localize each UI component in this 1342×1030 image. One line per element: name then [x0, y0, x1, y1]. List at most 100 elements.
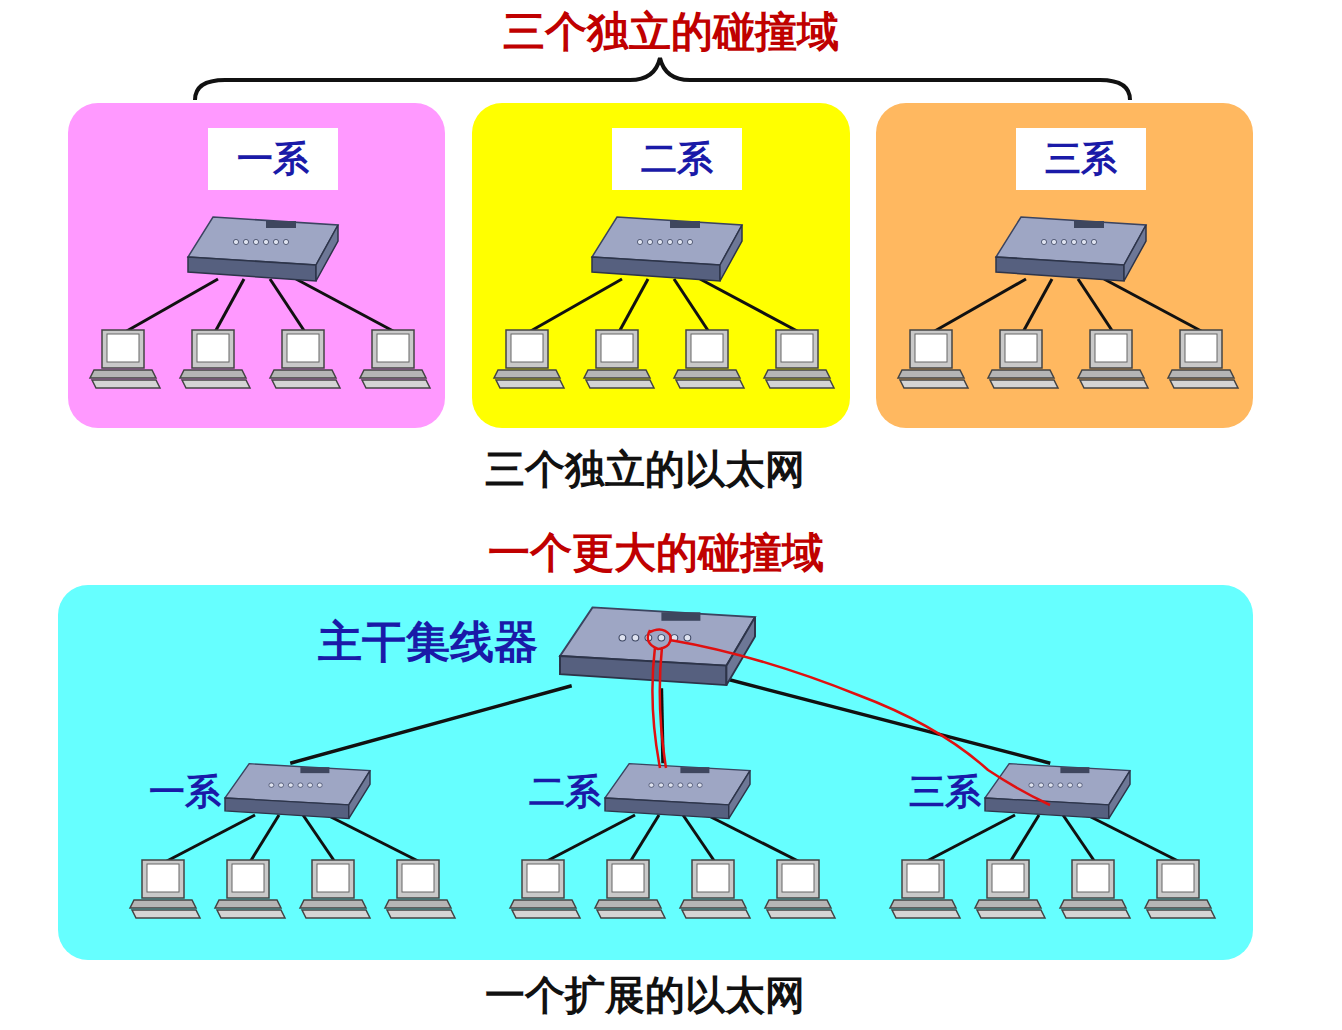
computer-base: [510, 900, 576, 908]
hub-front: [592, 257, 720, 281]
computer-icon: [898, 330, 968, 388]
department-label: 一系: [208, 128, 338, 190]
monitor: [312, 860, 354, 898]
hub-side: [1109, 771, 1130, 819]
hub-led: [667, 239, 672, 244]
monitor: [776, 330, 818, 368]
hub-led: [253, 239, 258, 244]
hub-icon: [985, 764, 1130, 819]
monitor: [142, 860, 184, 898]
hub-led: [273, 239, 278, 244]
screen: [691, 334, 723, 362]
hub-led: [647, 239, 652, 244]
hub-led: [308, 783, 313, 787]
hub-icon: [605, 764, 750, 819]
monitor: [1072, 860, 1114, 898]
hub-led: [1051, 239, 1056, 244]
hub-led: [684, 635, 691, 641]
hub-led: [677, 239, 682, 244]
hub-led: [1041, 239, 1046, 244]
network-cable: [630, 815, 659, 862]
computer-icon: [1060, 860, 1130, 918]
computer-icon: [1078, 330, 1148, 388]
hub-led: [1058, 783, 1063, 787]
network-cable: [933, 279, 1026, 332]
monitor: [227, 860, 269, 898]
screen: [782, 864, 814, 892]
computer-base: [1078, 370, 1144, 378]
hub-display: [661, 612, 700, 621]
hub-node: 一系: [225, 762, 370, 822]
hub-label: 一系: [149, 768, 221, 817]
hub-front: [996, 257, 1124, 281]
screen: [781, 334, 813, 362]
keyboard: [767, 910, 835, 918]
keyboard: [182, 380, 250, 388]
computer-base: [764, 370, 830, 378]
hub-front: [188, 257, 316, 281]
computer-icon: [90, 330, 160, 388]
hub-led: [632, 635, 639, 641]
computer-base: [1168, 370, 1234, 378]
region-heading: 一个更大的碰撞域: [58, 525, 1253, 581]
network-cable: [700, 279, 799, 332]
computer-icon: [595, 860, 665, 918]
hub-illustration: [605, 762, 750, 822]
hub-icon: [592, 217, 742, 281]
hub-display: [670, 221, 700, 228]
hub-led: [269, 783, 274, 787]
hub-display: [1060, 767, 1089, 773]
network-cable: [296, 279, 395, 332]
monitor: [607, 860, 649, 898]
monitor: [1090, 330, 1132, 368]
computer-icon: [130, 860, 200, 918]
diagram-title: 三个独立的碰撞域: [0, 4, 1342, 60]
hub-side: [316, 225, 338, 281]
monitor: [397, 860, 439, 898]
network-cable: [619, 279, 648, 332]
network-region: 二系: [472, 103, 850, 428]
screen: [377, 334, 409, 362]
screen: [511, 334, 543, 362]
hub-led: [279, 783, 284, 787]
computer-icon: [270, 330, 340, 388]
hub-side: [1124, 225, 1146, 281]
network-cable: [125, 279, 218, 332]
hub-led: [688, 783, 693, 787]
network-cable: [1023, 279, 1052, 332]
hub-led: [1091, 239, 1096, 244]
hub-icon: [225, 764, 370, 819]
computer-icon: [988, 330, 1058, 388]
network-cable: [215, 279, 244, 332]
computer-base: [215, 900, 281, 908]
hub-led: [1071, 239, 1076, 244]
keyboard: [132, 910, 200, 918]
keyboard: [387, 910, 455, 918]
hub-label: 三系: [909, 768, 981, 817]
network-cable: [545, 815, 635, 862]
network-cable: [1104, 279, 1203, 332]
monitor: [1157, 860, 1199, 898]
screen: [907, 864, 939, 892]
computer-icon: [215, 860, 285, 918]
screen: [1162, 864, 1194, 892]
computer-base: [385, 900, 451, 908]
hub-led: [233, 239, 238, 244]
keyboard: [512, 910, 580, 918]
monitor: [192, 330, 234, 368]
hub-led: [649, 783, 654, 787]
network-cable: [925, 815, 1015, 862]
network-cable: [1010, 815, 1039, 862]
hub-led: [298, 783, 303, 787]
monitor: [692, 860, 734, 898]
hub-side: [349, 771, 370, 819]
keyboard: [362, 380, 430, 388]
computer-base: [1060, 900, 1126, 908]
hub-led: [263, 239, 268, 244]
hub-led: [657, 239, 662, 244]
hub-led: [637, 239, 642, 244]
computer-icon: [764, 330, 834, 388]
monitor: [1000, 330, 1042, 368]
screen: [1005, 334, 1037, 362]
hub-side: [729, 771, 750, 819]
